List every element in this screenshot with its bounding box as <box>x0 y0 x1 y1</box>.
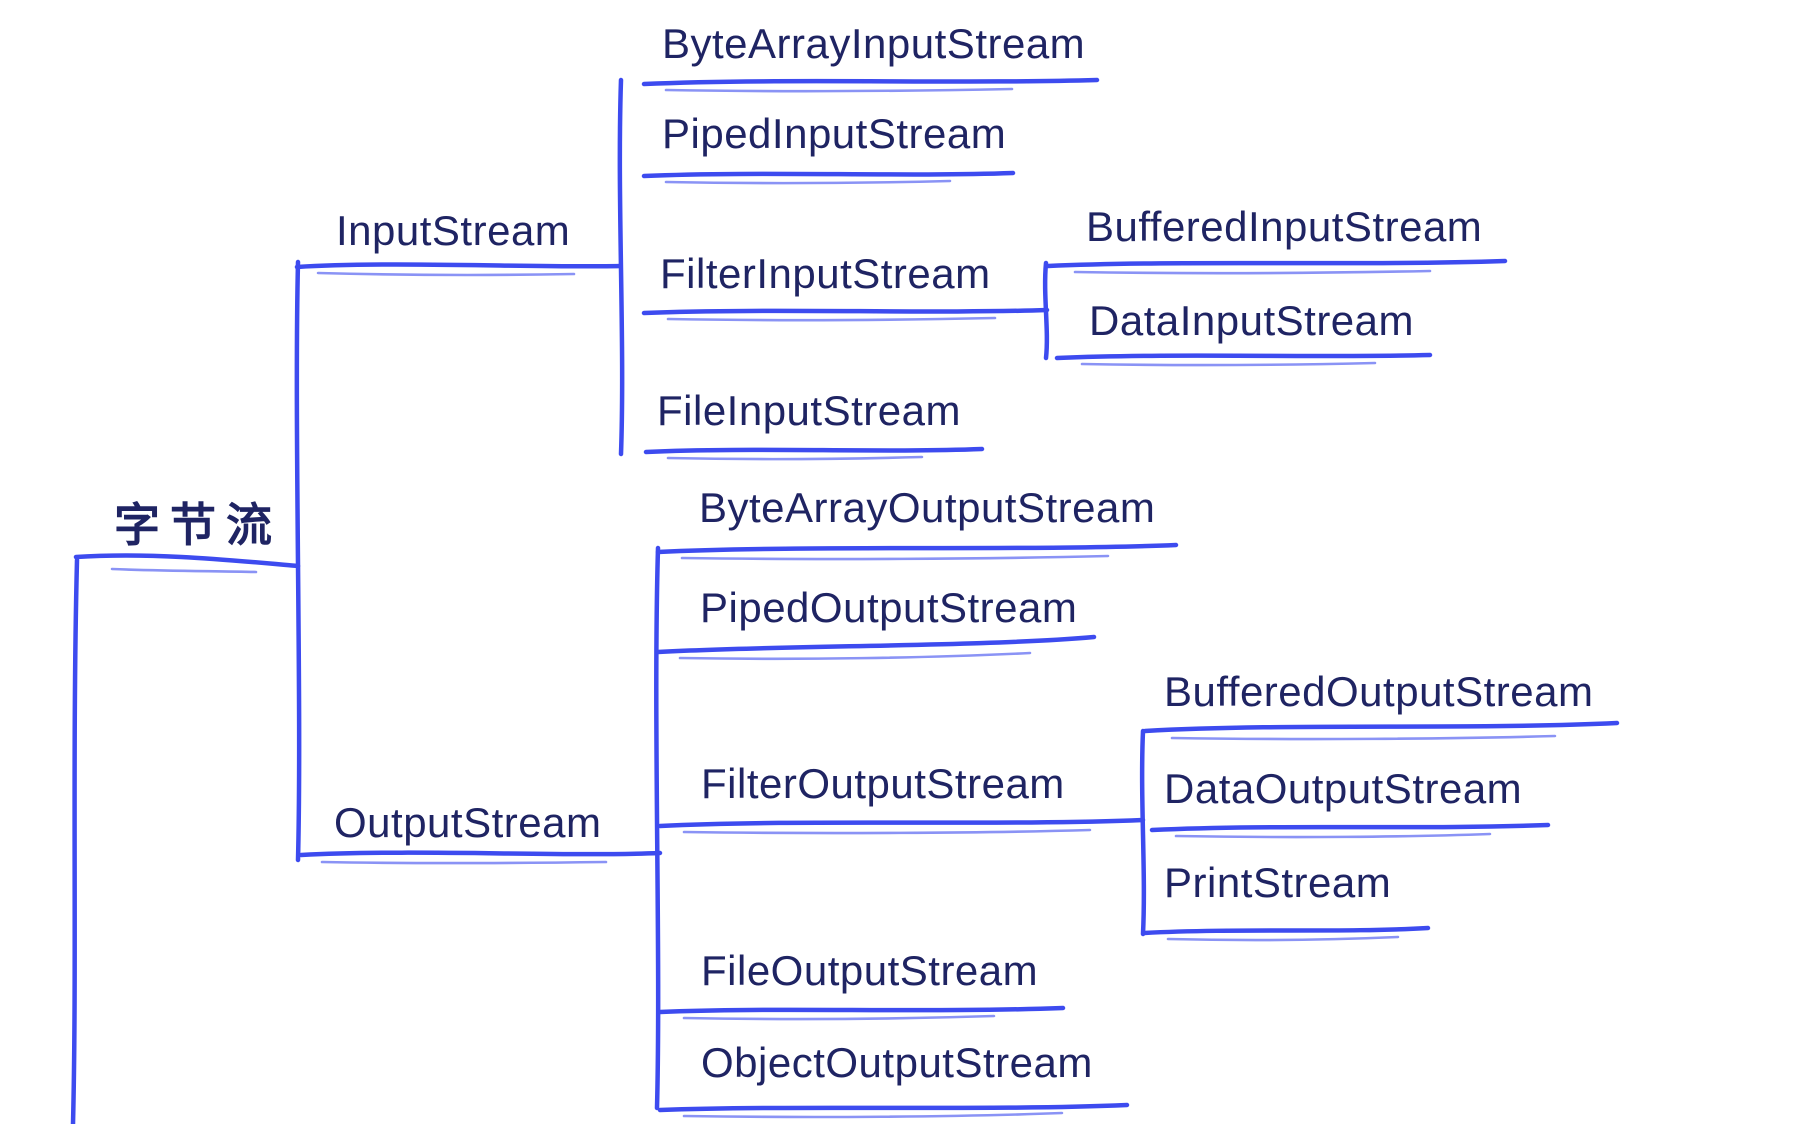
pipedinputstream-underline <box>641 170 1016 185</box>
node-label-objectoutputstream: ObjectOutputStream <box>701 1039 1093 1086</box>
node-label-fileinputstream: FileInputStream <box>657 387 961 434</box>
dataoutputstream-underline <box>1149 822 1551 839</box>
fileinputstream-underline <box>643 446 985 461</box>
node-label-bufferedoutputstream: BufferedOutputStream <box>1164 668 1594 715</box>
node-label-pipedinputstream: PipedInputStream <box>662 110 1007 157</box>
node-label-bytearrayinputstream: ByteArrayInputStream <box>662 20 1086 67</box>
node-label-filteroutputstream: FilterOutputStream <box>701 760 1065 807</box>
node-label-fileoutputstream: FileOutputStream <box>701 947 1039 994</box>
root-branch-spine <box>294 259 302 863</box>
inputstream-underline <box>294 262 623 277</box>
outputstream-underline <box>298 850 663 865</box>
node-label-printstream: PrintStream <box>1164 859 1392 906</box>
datainputstream-underline <box>1054 352 1433 367</box>
outputstream-children-spine <box>654 545 661 1111</box>
node-label-pipedoutputstream: PipedOutputStream <box>700 584 1078 631</box>
bytearrayoutputstream-underline <box>655 542 1179 561</box>
node-label-bytearrayoutputstream: ByteArrayOutputStream <box>699 484 1156 531</box>
node-label-filterinputstream: FilterInputStream <box>660 250 991 297</box>
root-left-vertical-line <box>70 557 80 1124</box>
node-label-byte-stream-root: 字节流 <box>114 499 282 551</box>
root-underline <box>73 553 301 574</box>
pipedoutputstream-underline <box>655 634 1097 661</box>
filterinputstream-children-spine <box>1042 260 1050 361</box>
node-label-inputstream: InputStream <box>336 207 571 254</box>
inputstream-children-spine <box>617 77 625 457</box>
fileoutputstream-underline <box>657 1005 1066 1021</box>
node-label-bufferedinputstream: BufferedInputStream <box>1086 203 1483 250</box>
printstream-underline <box>1141 925 1431 942</box>
bufferedoutputstream-underline <box>1142 720 1620 741</box>
node-label-datainputstream: DataInputStream <box>1089 297 1415 344</box>
node-label-outputstream: OutputStream <box>334 799 602 846</box>
node-label-dataoutputstream: DataOutputStream <box>1164 765 1523 812</box>
filteroutputstream-children-spine <box>1139 728 1147 937</box>
filterinputstream-underline <box>641 307 1050 322</box>
objectoutputstream-underline <box>657 1102 1130 1119</box>
bytearrayinputstream-underline <box>641 77 1100 93</box>
bufferedinputstream-underline <box>1045 258 1508 275</box>
filteroutputstream-underline <box>657 817 1146 835</box>
